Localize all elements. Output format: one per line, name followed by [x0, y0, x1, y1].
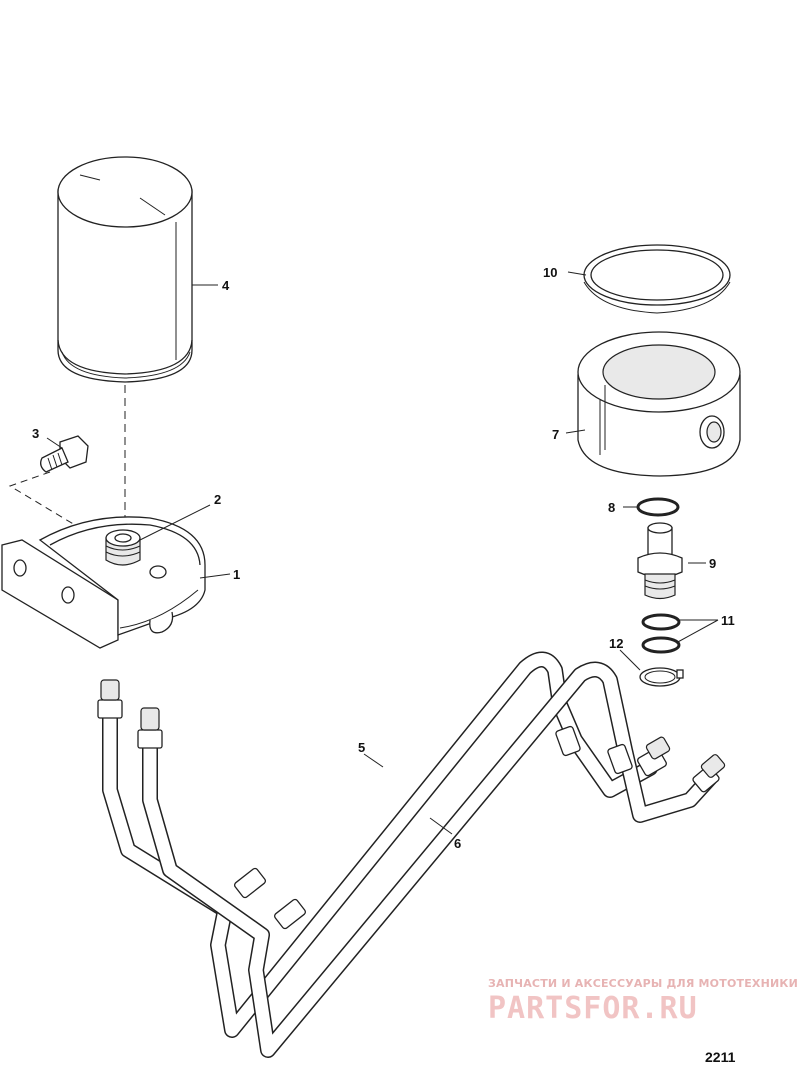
leader-lines: [46, 271, 719, 835]
callout-9: 9: [709, 556, 716, 571]
watermark-tagline: ЗАПЧАСТИ И АКСЕССУАРЫ ДЛЯ МОТОТЕХНИКИ: [488, 977, 798, 990]
o-ring-11a: [641, 613, 681, 631]
threaded-fitting: [637, 522, 683, 600]
watermark-logo: PARTSFOR.RU: [488, 991, 698, 1026]
o-ring-upper: [636, 497, 680, 517]
callout-8: 8: [608, 500, 615, 515]
oil-hose-5: [102, 651, 658, 1038]
o-ring-11b: [641, 636, 681, 654]
callout-3: 3: [32, 426, 39, 441]
threaded-nipple: [105, 529, 141, 566]
hose-end-fittings-right: [637, 736, 726, 793]
hose-end-fittings-left: [97, 679, 163, 749]
callout-1: 1: [233, 567, 240, 582]
hose-crimp-fittings: [233, 725, 633, 930]
callout-2: 2: [214, 492, 221, 507]
callout-7: 7: [552, 427, 559, 442]
callout-10: 10: [543, 265, 557, 280]
oil-hose-6: [142, 661, 718, 1058]
figure-number: 2211: [705, 1049, 736, 1065]
adapter-collar: [577, 331, 741, 477]
oil-filter: [57, 156, 193, 383]
callout-11: 11: [721, 613, 735, 628]
callout-12: 12: [609, 636, 623, 651]
callout-6: 6: [454, 836, 461, 851]
bolt-alignment-line: [8, 471, 81, 529]
bolt: [40, 435, 89, 473]
filter-adapter-bracket: [1, 516, 206, 649]
callout-5: 5: [358, 740, 365, 755]
sealing-ring: [583, 244, 731, 314]
retaining-ring: [639, 667, 684, 687]
callout-4: 4: [222, 278, 230, 293]
